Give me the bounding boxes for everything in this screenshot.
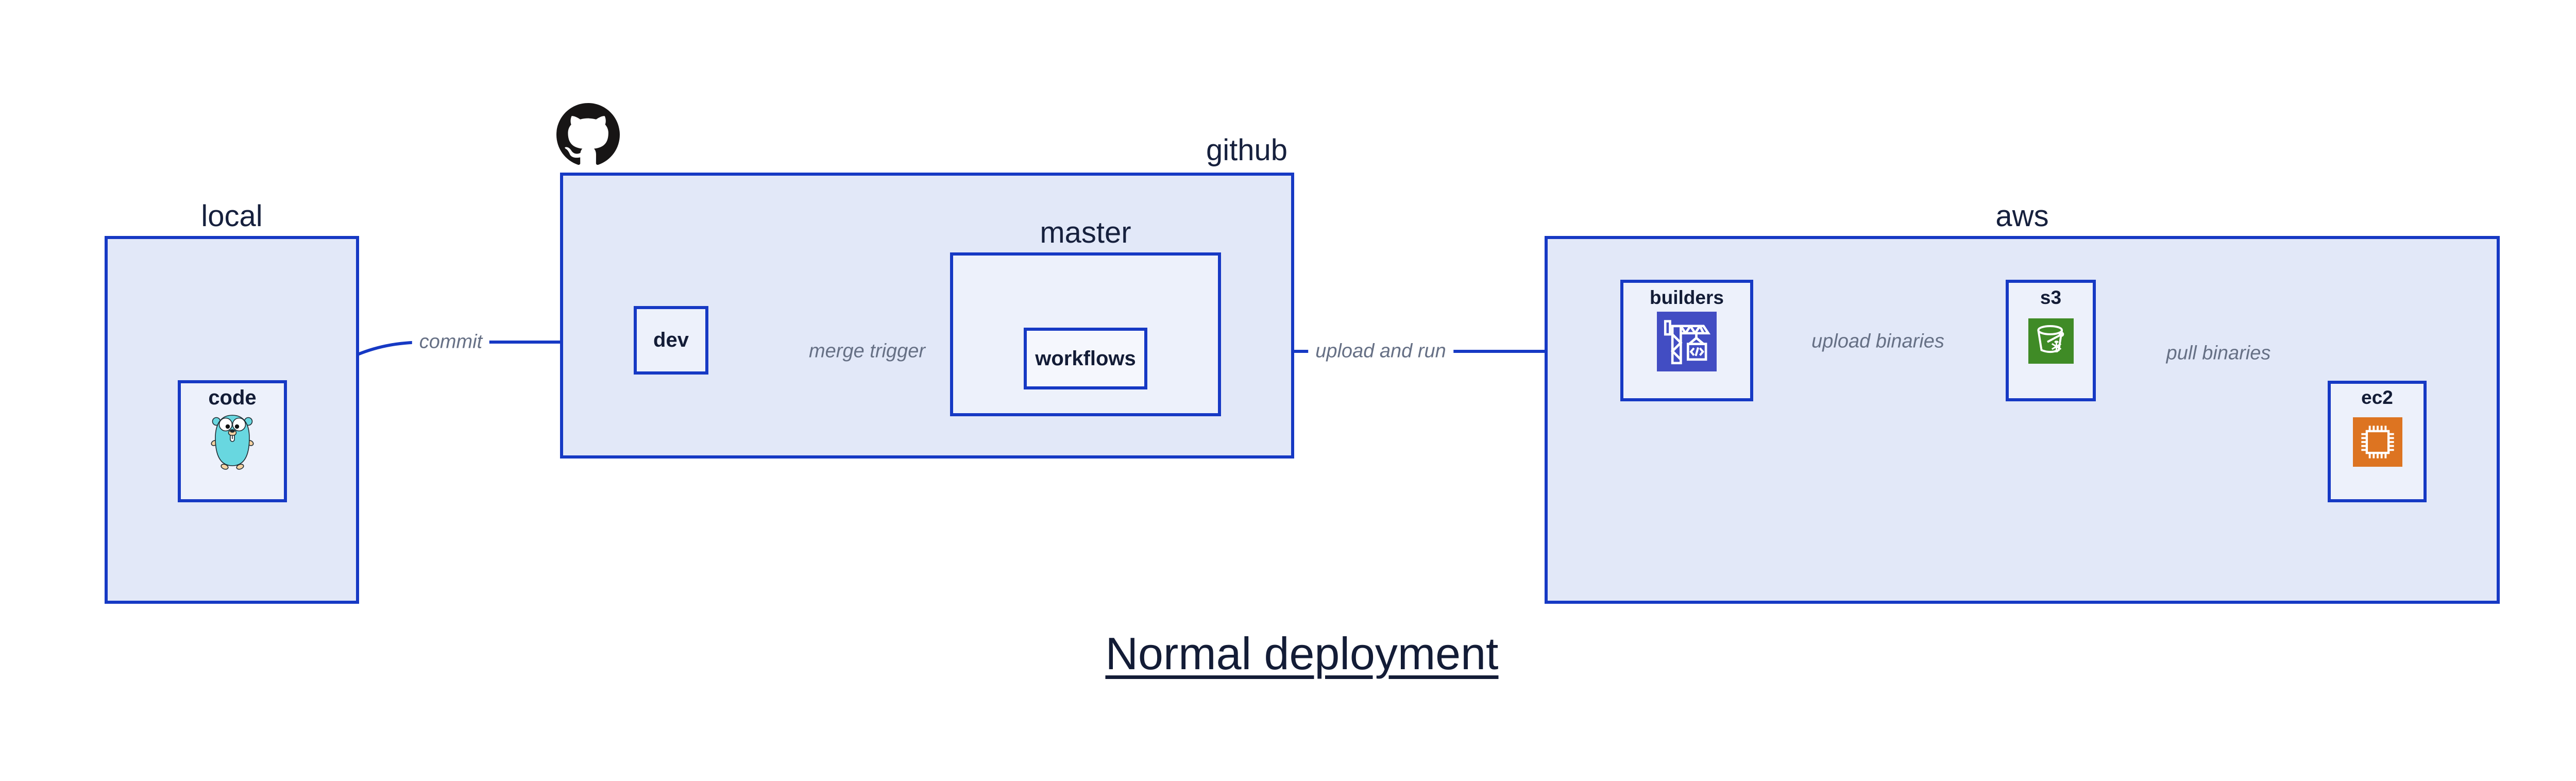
builders-node-label: builders	[1650, 287, 1724, 308]
aws-container-label: aws	[1995, 199, 2049, 233]
ec2-chip-glyph	[2353, 417, 2402, 467]
codebuild-crane-glyph	[1657, 312, 1717, 371]
local-container-label: local	[201, 199, 263, 233]
workflows-node-box: workflows	[1024, 328, 1147, 389]
s3-node-label: s3	[2040, 287, 2062, 308]
github-container-label: github	[1206, 133, 1288, 167]
master-container-label: master	[1040, 216, 1131, 249]
s3-glacier-bucket-glyph	[2028, 318, 2074, 364]
edge-label-merge-trigger: merge trigger	[802, 338, 933, 365]
github-octocat-icon	[556, 103, 620, 166]
go-gopher-glyph	[211, 415, 254, 470]
diagram-title: Normal deployment	[1105, 628, 1499, 679]
ec2-node-label: ec2	[2361, 387, 2393, 408]
edge-label-commit: commit	[412, 329, 490, 355]
s3-node-box	[2006, 280, 2096, 401]
edge-label-upload-binaries: upload binaries	[1804, 328, 1952, 355]
code-node-label: code	[208, 386, 257, 409]
s3-glacier-bucket-icon	[2028, 318, 2074, 364]
go-gopher-icon	[210, 413, 255, 470]
github-octocat-glyph	[556, 103, 620, 165]
codebuild-crane-icon	[1657, 312, 1717, 371]
ec2-chip-icon	[2353, 417, 2402, 467]
edge-label-pull-binaries: pull binaries	[2159, 340, 2278, 367]
dev-node-box: dev	[634, 306, 708, 375]
edge-label-upload-and-run: upload and run	[1308, 338, 1453, 365]
